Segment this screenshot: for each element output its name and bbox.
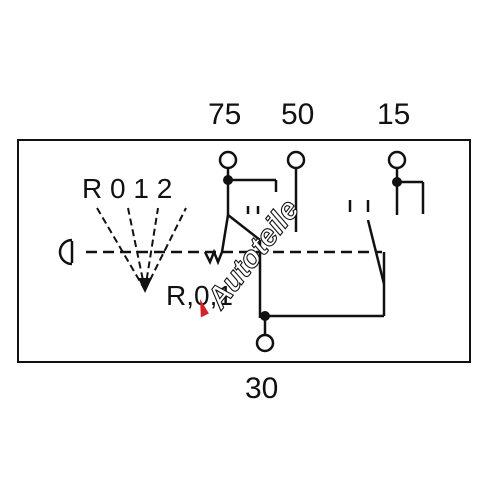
- junction-dot: [260, 311, 270, 321]
- contact-left: [203, 169, 298, 318]
- terminal-15-circle: [387, 150, 407, 170]
- junction-dot: [223, 175, 233, 185]
- terminal-50-circle: [286, 150, 306, 170]
- housing-box: [17, 139, 471, 363]
- position-arrows: [96, 207, 187, 291]
- actuator-symbol: [58, 238, 73, 266]
- terminal-75-label: 75: [208, 98, 241, 131]
- junction-dot: [392, 177, 402, 187]
- terminal-30-circle: [255, 333, 275, 353]
- terminal-15-label: 15: [377, 98, 410, 131]
- positions-label-top: R 0 1 2: [82, 173, 172, 204]
- terminal-75-circle: [218, 150, 238, 170]
- contact-right: [348, 169, 425, 316]
- common-rail: [260, 314, 384, 334]
- arrow-head-icon: [138, 278, 152, 293]
- terminal-50-label: 50: [281, 98, 314, 131]
- terminal-30-label: 30: [245, 372, 278, 405]
- positions-label-bottom: R,0,1: [166, 280, 233, 311]
